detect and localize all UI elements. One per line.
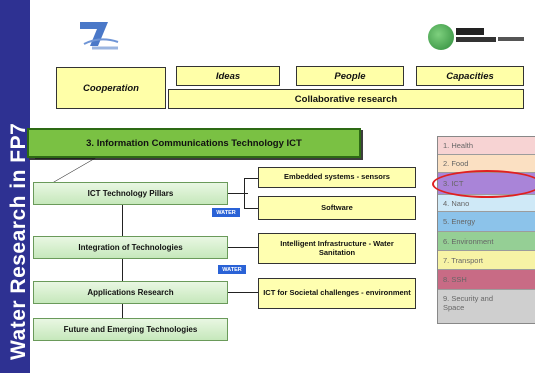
cooperation-box: Cooperation bbox=[56, 67, 166, 109]
ict-item-pillars: ICT Technology Pillars bbox=[33, 182, 228, 205]
water-badge-label: WATER bbox=[222, 266, 242, 273]
research-logo-wordmark bbox=[456, 28, 524, 42]
box-label: Software bbox=[321, 202, 353, 212]
intelligent-infrastructure-box: Intelligent Infrastructure - Water Sanit… bbox=[258, 233, 416, 264]
box-label: ICT for Societal challenges - environmen… bbox=[263, 288, 411, 298]
software-box: Software bbox=[258, 196, 416, 220]
people-box: People bbox=[296, 66, 404, 86]
ict-societal-challenges-box: ICT for Societal challenges - environmen… bbox=[258, 278, 416, 309]
fp7-logo bbox=[80, 22, 119, 50]
ict-title: 3. Information Communications Technology… bbox=[86, 137, 302, 149]
theme-row: 1. Health bbox=[438, 137, 535, 155]
connector bbox=[228, 292, 258, 293]
ideas-label: Ideas bbox=[215, 70, 241, 82]
theme-label: 4. Nano bbox=[443, 198, 470, 208]
cooperation-label: Cooperation bbox=[83, 82, 139, 94]
connector bbox=[122, 205, 123, 322]
connector bbox=[228, 247, 258, 248]
capacities-label: Capacities bbox=[446, 70, 494, 82]
theme-row: 4. Nano bbox=[438, 195, 535, 212]
collaborative-research-box: Collaborative research bbox=[168, 89, 524, 109]
capacities-box: Capacities bbox=[416, 66, 524, 86]
connector bbox=[244, 178, 245, 208]
theme-label: 2. Food bbox=[443, 159, 469, 168]
item-label: Applications Research bbox=[87, 288, 174, 297]
water-badge: WATER bbox=[218, 265, 246, 274]
research-logo-emblem bbox=[428, 24, 454, 50]
theme-label: 7. Transport bbox=[443, 255, 484, 265]
theme-label: 6. Environment bbox=[443, 236, 494, 246]
collaborative-research-label: Collaborative research bbox=[294, 93, 398, 105]
ict-item-integration: Integration of Technologies bbox=[33, 236, 228, 259]
box-label: Embedded systems - sensors bbox=[284, 172, 390, 182]
ideas-box: Ideas bbox=[176, 66, 280, 86]
item-label: Integration of Technologies bbox=[78, 243, 183, 252]
theme-label: 5. Energy bbox=[443, 217, 476, 226]
ict-item-applications: Applications Research bbox=[33, 281, 228, 304]
connector bbox=[228, 193, 248, 194]
water-badge: WATER bbox=[212, 208, 240, 217]
connector bbox=[53, 158, 96, 182]
theme-row: 7. Transport bbox=[438, 251, 535, 270]
vertical-title: Water Research in FP7 bbox=[7, 122, 30, 360]
box-label: Intelligent Infrastructure - Water Sanit… bbox=[280, 238, 394, 257]
connector bbox=[244, 178, 258, 179]
theme-label: 1. Health bbox=[443, 141, 474, 150]
theme-row: 9. Security and Space bbox=[438, 290, 535, 323]
theme-row: 5. Energy bbox=[438, 212, 535, 232]
item-label: Future and Emerging Technologies bbox=[63, 325, 198, 334]
ict-title-bar: 3. Information Communications Technology… bbox=[27, 128, 361, 158]
ict-highlight-ellipse bbox=[432, 170, 535, 198]
connector bbox=[35, 158, 95, 159]
item-label: ICT Technology Pillars bbox=[87, 189, 174, 198]
people-label: People bbox=[334, 70, 366, 82]
theme-row: 6. Environment bbox=[438, 232, 535, 251]
themes-table: 1. Health 2. Food 3. ICT 4. Nano 5. Ener… bbox=[437, 136, 535, 324]
sidebar: Water Research in FP7 bbox=[0, 0, 30, 373]
water-badge-label: WATER bbox=[216, 209, 236, 216]
connector bbox=[244, 208, 258, 209]
ict-item-future: Future and Emerging Technologies bbox=[33, 318, 228, 341]
theme-label: 9. Security and Space bbox=[443, 294, 494, 313]
theme-label: 8. SSH bbox=[443, 275, 467, 284]
embedded-systems-box: Embedded systems - sensors bbox=[258, 167, 416, 188]
theme-row: 8. SSH bbox=[438, 270, 535, 290]
